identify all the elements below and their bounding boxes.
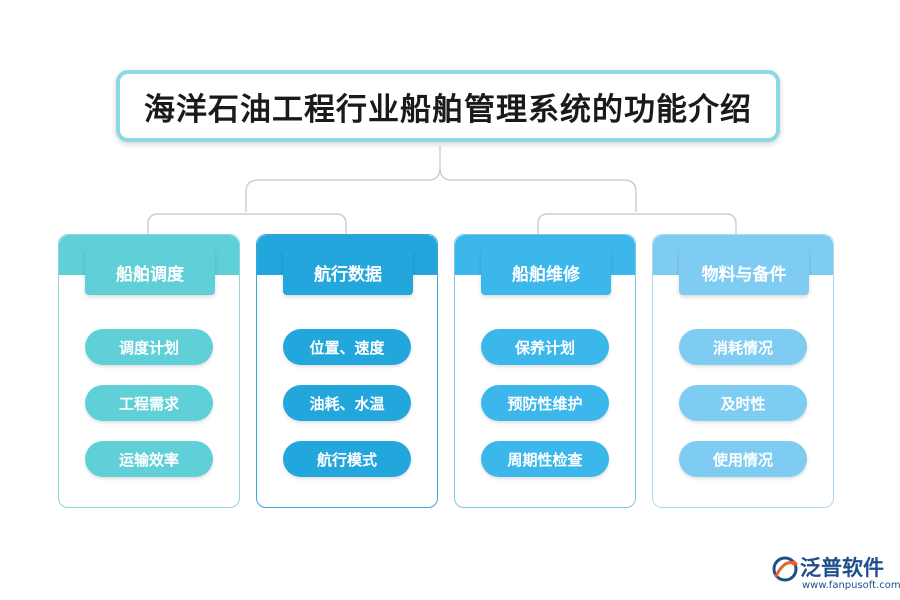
brand-url: www.fanpusoft.com bbox=[802, 580, 900, 591]
fanpu-logo-icon bbox=[772, 556, 798, 582]
category-card-navigation-data: 航行数据 位置、速度 油耗、水温 航行模式 bbox=[256, 234, 438, 508]
category-card-ship-scheduling: 船舶调度 调度计划 工程需求 运输效率 bbox=[58, 234, 240, 508]
category-card-ship-maintenance: 船舶维修 保养计划 预防性维护 周期性检查 bbox=[454, 234, 636, 508]
feature-pill: 运输效率 bbox=[85, 441, 213, 477]
connector-trunk bbox=[245, 146, 637, 212]
feature-pill: 调度计划 bbox=[85, 329, 213, 365]
feature-pill: 保养计划 bbox=[481, 329, 609, 365]
brand-name: 泛普软件 bbox=[800, 556, 884, 580]
feature-pill: 使用情况 bbox=[679, 441, 807, 477]
title-box: 海洋石油工程行业船舶管理系统的功能介绍 bbox=[116, 70, 780, 142]
category-title: 航行数据 bbox=[283, 249, 413, 295]
brand-logo: 泛普软件 www.fanpusoft.com bbox=[770, 552, 900, 596]
category-card-materials-spares: 物料与备件 消耗情况 及时性 使用情况 bbox=[652, 234, 834, 508]
feature-pill: 周期性检查 bbox=[481, 441, 609, 477]
feature-pill: 预防性维护 bbox=[481, 385, 609, 421]
page-title: 海洋石油工程行业船舶管理系统的功能介绍 bbox=[144, 91, 752, 128]
category-title: 船舶调度 bbox=[85, 249, 215, 295]
feature-pill: 工程需求 bbox=[85, 385, 213, 421]
category-title: 物料与备件 bbox=[679, 249, 809, 295]
connector-left-branch bbox=[147, 213, 347, 234]
connector-right-branch bbox=[537, 213, 737, 234]
feature-pill: 航行模式 bbox=[283, 441, 411, 477]
category-title: 船舶维修 bbox=[481, 249, 611, 295]
feature-pill: 油耗、水温 bbox=[283, 385, 411, 421]
feature-pill: 位置、速度 bbox=[283, 329, 411, 365]
feature-pill: 消耗情况 bbox=[679, 329, 807, 365]
feature-pill: 及时性 bbox=[679, 385, 807, 421]
